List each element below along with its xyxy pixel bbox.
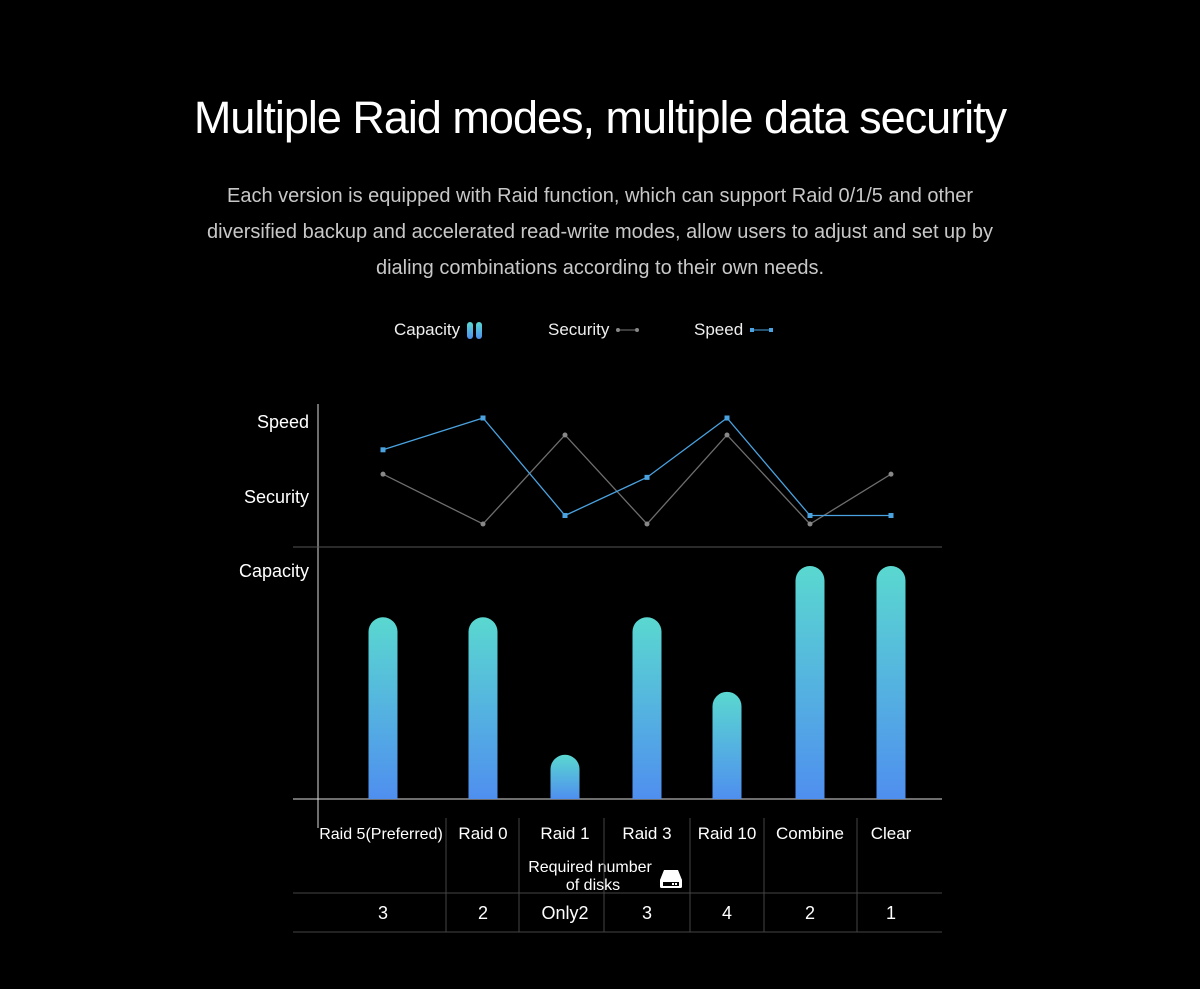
security-point <box>807 521 813 527</box>
capacity-bar <box>368 617 398 799</box>
axis-label-security: Security <box>244 487 309 507</box>
category-label: Combine <box>776 824 844 843</box>
security-point <box>480 521 486 527</box>
line-dot-icon <box>616 328 640 332</box>
category-label: Clear <box>871 824 912 843</box>
disk-count: 3 <box>378 903 388 923</box>
speed-point <box>888 513 894 519</box>
speed-line <box>382 417 891 517</box>
speed-point <box>724 415 730 421</box>
disk-count: Only2 <box>541 903 588 923</box>
table-label-line1: Required number <box>528 859 652 876</box>
speed-point <box>380 447 386 453</box>
category-label: Raid 10 <box>698 824 757 843</box>
legend-label: Capacity <box>394 320 461 339</box>
legend-security: Security <box>548 320 641 340</box>
capacity-bar <box>550 754 580 799</box>
page-title: Multiple Raid modes, multiple data secur… <box>193 92 1007 143</box>
disk-count: 1 <box>886 903 896 923</box>
security-point <box>380 471 386 477</box>
page-subtitle: Each version is equipped with Raid funct… <box>207 185 993 279</box>
speed-point <box>480 415 486 421</box>
category-label: Raid 0 <box>458 824 507 843</box>
axis-label-capacity: Capacity <box>239 561 309 581</box>
table-label-line2: of disks <box>566 877 620 894</box>
security-point <box>644 521 650 527</box>
legend-label: Security <box>548 320 610 339</box>
speed-point <box>562 513 568 519</box>
security-point <box>562 432 568 438</box>
disk-count: 2 <box>478 903 488 923</box>
security-point <box>888 471 894 477</box>
security-line <box>382 433 892 525</box>
line-square-icon <box>750 328 774 332</box>
security-point <box>724 432 730 438</box>
capacity-bar <box>876 566 906 799</box>
capacity-bar <box>795 566 825 799</box>
disk-count: 2 <box>805 903 815 923</box>
speed-point <box>644 474 650 480</box>
speed-point <box>807 513 813 519</box>
capacity-bar <box>468 617 498 799</box>
legend-capacity: Capacity <box>394 320 484 340</box>
legend-speed: Speed <box>694 320 775 340</box>
capacity-bar <box>712 691 742 799</box>
axis-label-speed: Speed <box>257 412 309 432</box>
capacity-bar <box>632 617 662 799</box>
hard-disk-icon <box>660 870 682 888</box>
category-label: Raid 1 <box>540 824 589 843</box>
disk-count: 4 <box>722 903 732 923</box>
disk-count: 3 <box>642 903 652 923</box>
legend-label: Speed <box>694 320 744 339</box>
category-label: Raid 5(Preferred) <box>319 826 443 843</box>
bars-icon <box>467 322 483 339</box>
category-label: Raid 3 <box>622 824 671 843</box>
